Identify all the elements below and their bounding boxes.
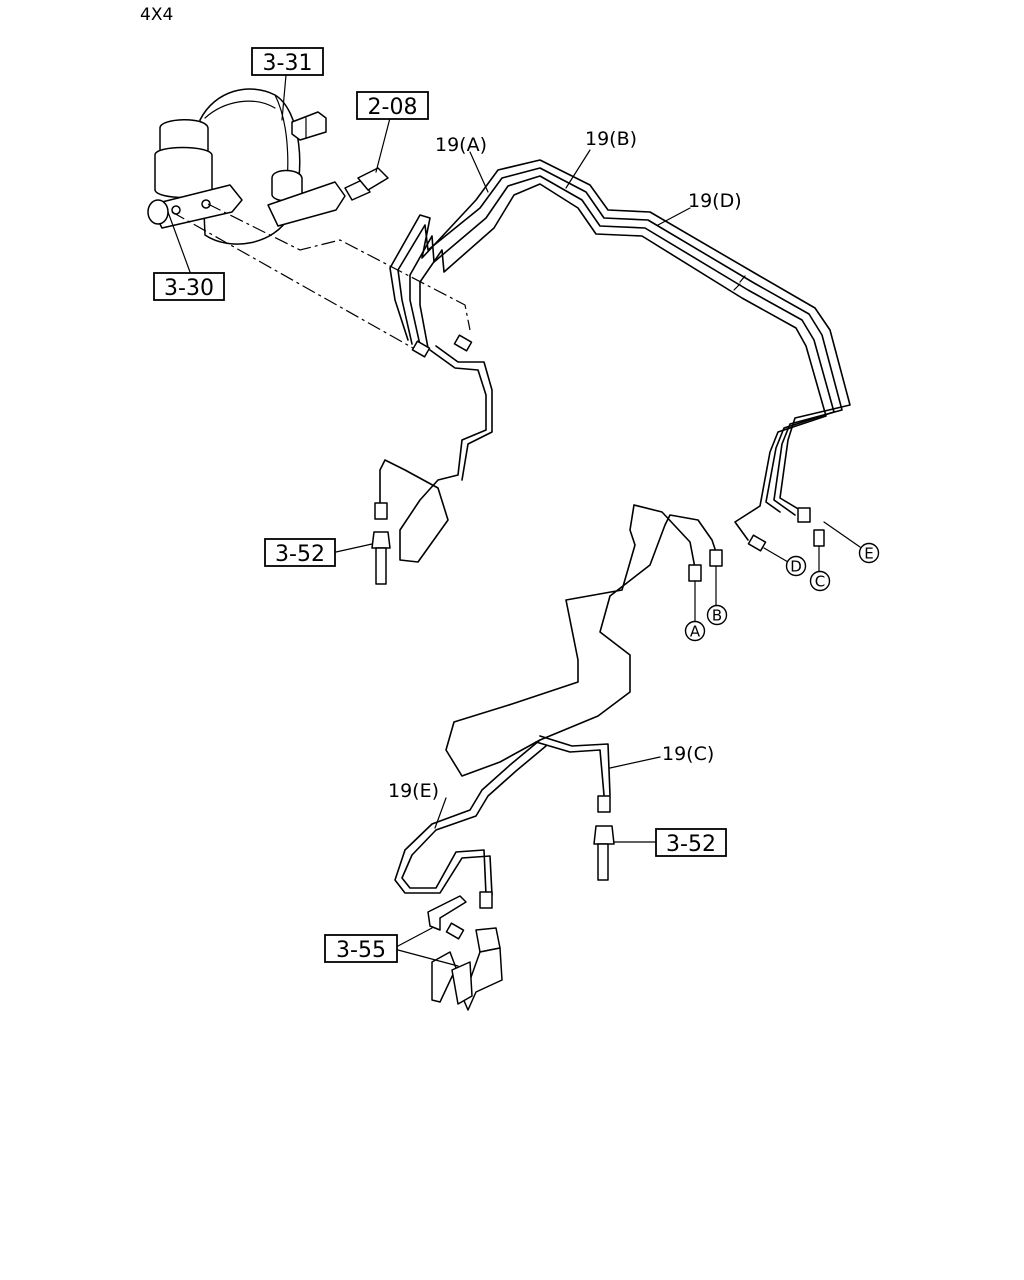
- rear-bracket: [397, 895, 503, 1011]
- svg-text:3-30: 3-30: [164, 276, 214, 301]
- svg-text:3-52: 3-52: [275, 542, 325, 567]
- front-flex-hose: [335, 531, 391, 585]
- ref-box-booster[interactable]: 3-31: [251, 47, 324, 76]
- clevis: [357, 167, 389, 191]
- pipe-19b: [389, 159, 851, 511]
- connector-e: E: [858, 542, 880, 564]
- pipe-bundle: [379, 159, 851, 896]
- ref-box-clevis[interactable]: 2-08: [356, 91, 429, 120]
- connector-c: C: [809, 570, 831, 592]
- svg-text:3-52: 3-52: [666, 832, 716, 857]
- reservoir-body: [154, 146, 213, 199]
- pipe-label-a: 19(A): [435, 134, 487, 156]
- pipe-19a: [379, 349, 487, 563]
- connector-a: A: [684, 620, 706, 642]
- ref-box-master-cylinder[interactable]: 3-30: [153, 272, 225, 301]
- rear-flex-hose: [593, 825, 657, 881]
- svg-text:E: E: [864, 545, 873, 563]
- svg-text:3-31: 3-31: [263, 51, 313, 76]
- pipe-19e: [394, 739, 541, 896]
- svg-text:C: C: [815, 573, 825, 591]
- master-cylinder-end: [147, 199, 169, 225]
- connector-d: D: [785, 555, 807, 577]
- svg-text:B: B: [712, 607, 722, 625]
- svg-text:D: D: [790, 558, 802, 576]
- clutch-master-cylinder: [267, 181, 346, 227]
- svg-text:2-08: 2-08: [368, 95, 418, 120]
- pipe-19c: [445, 504, 719, 777]
- variant-label: 4X4: [140, 5, 173, 25]
- svg-text:3-55: 3-55: [336, 938, 386, 963]
- ref-box-rear-bracket[interactable]: 3-55: [324, 934, 398, 963]
- ref-box-flex-hose-front[interactable]: 3-52: [264, 538, 336, 567]
- pipe-label-c: 19(C): [662, 743, 714, 765]
- svg-text:A: A: [690, 623, 701, 641]
- pipe-label-b: 19(B): [585, 128, 637, 150]
- connector-b: B: [706, 604, 728, 626]
- pipe-label-e: 19(E): [388, 780, 439, 802]
- ref-box-flex-hose-rear[interactable]: 3-52: [655, 828, 727, 857]
- pipe-label-d: 19(D): [688, 190, 742, 212]
- pipe-19d: [409, 175, 835, 513]
- pipe-fittings: [374, 334, 825, 940]
- booster-mount-bracket: [291, 111, 327, 141]
- brake-booster-assembly: [147, 88, 389, 245]
